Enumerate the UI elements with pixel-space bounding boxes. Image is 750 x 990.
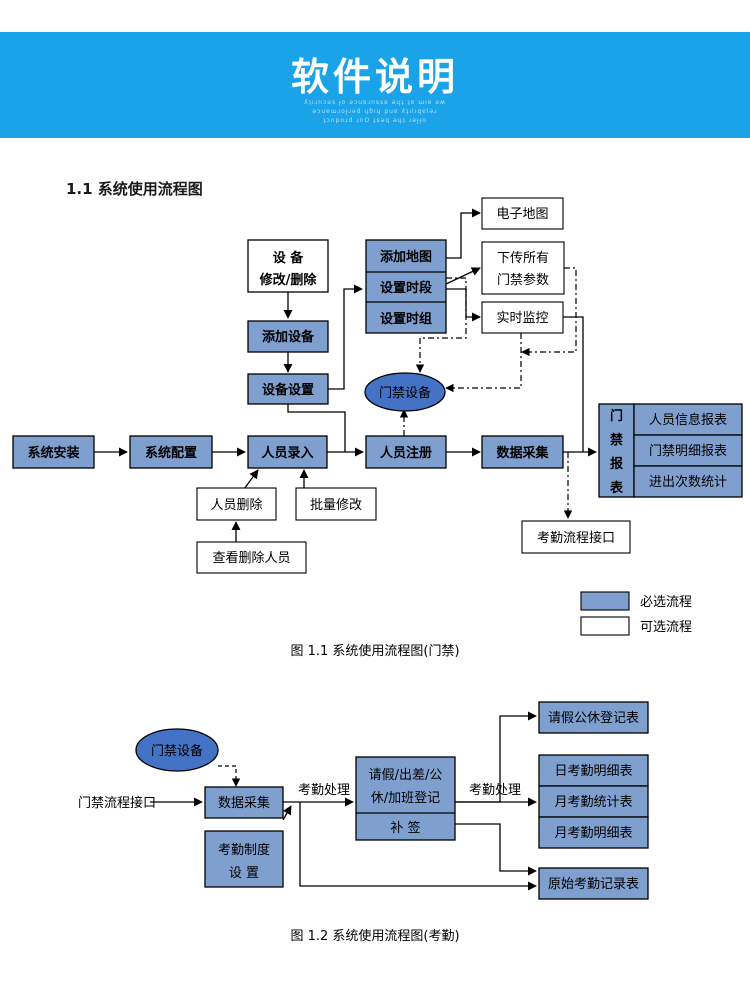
node-label: 修改/删除 [259, 272, 318, 288]
node-label: 原始考勤记录表 [548, 877, 639, 892]
node-label: 查看删除人员 [212, 550, 290, 566]
report-item: 进出次数统计 [649, 474, 727, 490]
node-realtime-monitor: 实时监控 [481, 301, 564, 334]
node-label: 批量修改 [310, 498, 362, 513]
diagram2-connectors [150, 711, 537, 891]
node-label: 人员录入 [261, 445, 313, 461]
node-label: 添加设备 [262, 329, 315, 345]
node-label: 设备设置 [262, 382, 314, 398]
node-add-device: 添加设备 [247, 320, 329, 353]
legend-required-label: 必选流程 [640, 595, 692, 610]
node-label: 门禁设备 [379, 385, 431, 401]
process-label: 考勤处理 [469, 783, 521, 798]
node-map-period-group: 添加地图 设置时段 设置时组 [365, 239, 447, 334]
node-label: 门禁参数 [497, 272, 549, 288]
node-person-entry: 人员录入 [247, 435, 328, 469]
node-download-params: 下传所有 门禁参数 [481, 241, 565, 295]
legend-required-swatch [580, 591, 630, 611]
legend-optional-swatch [580, 616, 630, 636]
node-batch-edit: 批量修改 [295, 487, 377, 521]
node-system-install: 系统安装 [12, 435, 95, 469]
report-char: 门 [610, 408, 623, 424]
node-label: 电子地图 [496, 207, 548, 222]
node2-access-device: 门禁设备 [135, 728, 219, 772]
node-device-edit: 设 备 修改/删除 [247, 239, 329, 293]
node-label: 人员删除 [210, 498, 262, 513]
node2-access-interface: 门禁流程接口 [78, 795, 156, 811]
node-label: 系统配置 [145, 445, 197, 461]
node2-leave-report: 请假公休登记表 [538, 701, 649, 734]
node-label: 下传所有 [497, 251, 549, 266]
node2-data-collect: 数据采集 [204, 786, 284, 819]
node-set-period-label: 设置时段 [380, 280, 432, 296]
node-view-deleted: 查看删除人员 [196, 541, 307, 574]
node-label: 考勤制度 [218, 842, 270, 858]
node-person-delete: 人员删除 [196, 487, 277, 521]
report-monthly-detail: 月考勤明细表 [554, 826, 632, 841]
banner-deco-line: ǝɔuɐɯɹoɟɹǝd ɥɓıɥ puɐ ʎʇılıqɐlǝɹ [312, 108, 438, 115]
node-access-reports: 门 禁 报 表 人员信息报表 门禁明细报表 进出次数统计 [598, 403, 743, 498]
node2-leave-register: 请假/出差/公 休/加班登记 补 签 [355, 756, 456, 841]
report-item: 人员信息报表 [649, 412, 727, 428]
node2-reports: 日考勤明细表 月考勤统计表 月考勤明细表 [538, 754, 649, 849]
report-daily-detail: 日考勤明细表 [554, 764, 632, 779]
node2-raw-records: 原始考勤记录表 [538, 867, 649, 900]
node-label: 人员注册 [380, 445, 432, 461]
node-data-collect: 数据采集 [481, 435, 564, 469]
diagram1-optional-connectors [399, 267, 577, 519]
diagram2-optional-connectors [218, 765, 241, 787]
report-item: 门禁明细报表 [649, 444, 727, 459]
node-label: 请假/出差/公 [369, 768, 443, 783]
header-banner: 软件说明 ʎʇıɹnɔǝs ɟo ǝɔuɐɹnssɐ ǝɥʇ ʇɐ ɯıɐ ǝʍ… [0, 32, 750, 138]
node-label: 考勤流程接口 [537, 530, 615, 546]
node-emap: 电子地图 [481, 197, 564, 230]
node-access-device: 门禁设备 [364, 372, 446, 412]
node-system-config: 系统配置 [129, 435, 213, 469]
node-label: 休/加班登记 [371, 791, 440, 806]
node-label: 设 备 [273, 250, 305, 266]
legend-optional-label: 可选流程 [640, 620, 692, 635]
node-label: 设 置 [229, 866, 259, 881]
process-label: 考勤处理 [298, 783, 350, 798]
node-attendance-interface: 考勤流程接口 [521, 520, 631, 554]
page-title: 软件说明 [290, 55, 459, 99]
node-label: 数据采集 [496, 445, 549, 461]
node-person-register: 人员注册 [365, 435, 447, 469]
node-add-map-label: 添加地图 [380, 249, 432, 265]
report-monthly-stats: 月考勤统计表 [554, 795, 632, 810]
banner-decoration: ʎʇıɹnɔǝs ɟo ǝɔuɐɹnssɐ ǝɥʇ ʇɐ ɯıɐ ǝʍ ǝɔuɐ… [95, 98, 655, 125]
node-set-group-label: 设置时组 [380, 311, 432, 327]
node-label: 数据采集 [218, 795, 270, 811]
node-label: 门禁设备 [151, 743, 203, 759]
node-device-setup: 设备设置 [247, 373, 329, 405]
legend: 必选流程 可选流程 [580, 591, 692, 636]
banner-deco-line: ʎʇıɹnɔǝs ɟo ǝɔuɐɹnssɐ ǝɥʇ ʇɐ ɯıɐ ǝʍ [304, 99, 446, 106]
diagram2-caption: 图 1.2 系统使用流程图(考勤) [290, 928, 459, 944]
node-label: 系统安装 [27, 445, 79, 461]
report-char: 禁 [610, 432, 623, 448]
report-char: 报 [610, 457, 624, 472]
node-supplement-label: 补 签 [390, 820, 420, 836]
banner-deco-line: ʇɔnpoɹd ɹnO ʇsǝq ǝɥʇ ɹǝɟɟo [323, 117, 427, 124]
report-char: 表 [609, 480, 624, 496]
node-label: 实时监控 [496, 311, 548, 326]
section-title: 1.1 系统使用流程图 [66, 180, 203, 198]
diagram1-caption: 图 1.1 系统使用流程图(门禁) [290, 643, 459, 659]
node-label: 请假公休登记表 [548, 711, 639, 726]
node2-attendance-rules: 考勤制度 设 置 [204, 830, 284, 888]
